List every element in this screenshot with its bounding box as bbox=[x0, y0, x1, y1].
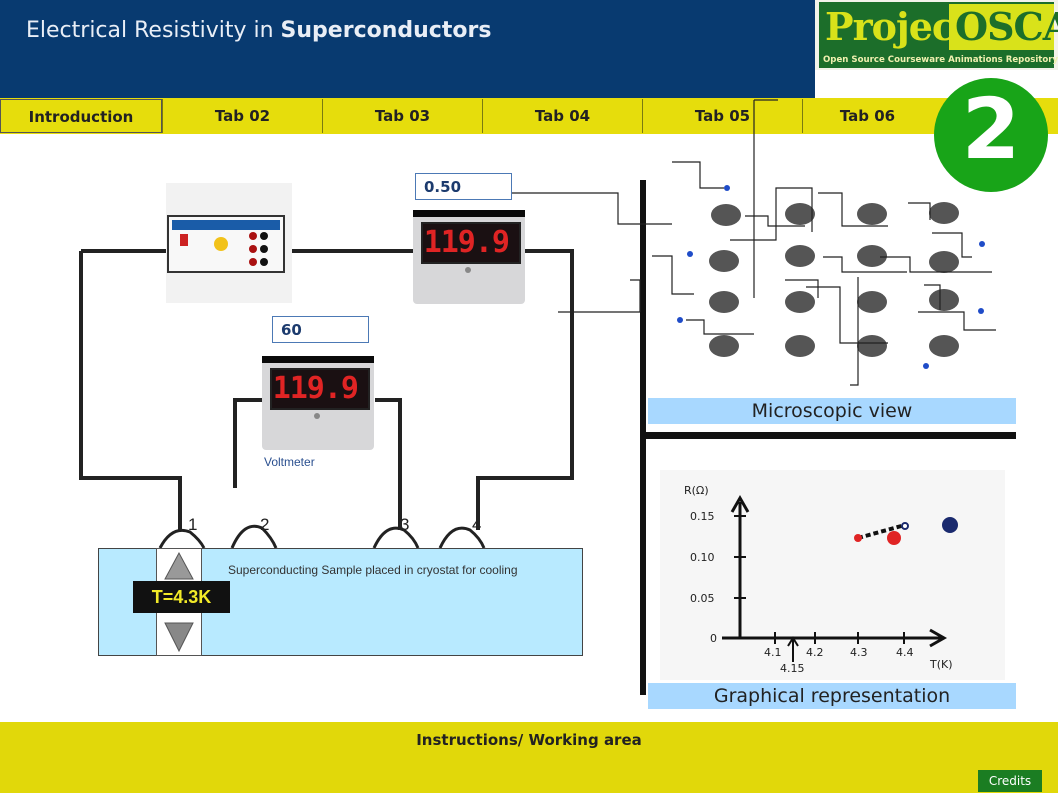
terminal-label-3: 3 bbox=[400, 515, 409, 534]
voltmeter: 119.9 bbox=[262, 356, 374, 450]
graph-ylabel: R(Ω) bbox=[684, 484, 709, 497]
data-point-red bbox=[887, 531, 901, 545]
ammeter-header-strip bbox=[413, 210, 525, 217]
tab-06[interactable]: Tab 06 bbox=[802, 99, 932, 133]
ammeter-display: 119.9 bbox=[421, 222, 521, 264]
resistance-graph: R(Ω) 0.15 0.10 0.05 0 4.1 4.2 4.3 4.4 4.… bbox=[684, 484, 958, 675]
title-plain: Electrical Resistivity in bbox=[26, 18, 281, 43]
logo-word-project: Project bbox=[825, 4, 972, 49]
tab-05[interactable]: Tab 05 bbox=[642, 99, 802, 133]
title-bold: Superconductors bbox=[280, 18, 492, 43]
header-bar bbox=[0, 0, 815, 98]
ammeter-reading-field: 0.50 bbox=[415, 173, 512, 200]
ytick-0: 0 bbox=[710, 632, 717, 645]
terminal-numbers: 1 2 3 4 bbox=[188, 515, 481, 534]
temperature-readout: T=4.3K bbox=[133, 581, 230, 613]
temperature-arrows bbox=[164, 551, 194, 653]
terminal-contacts bbox=[158, 524, 486, 549]
instructions-title: Instructions/ Working area bbox=[416, 731, 642, 749]
data-point-start bbox=[854, 534, 862, 542]
graph-ticks bbox=[734, 515, 905, 644]
circuit-wires bbox=[79, 249, 574, 530]
tab-02[interactable]: Tab 02 bbox=[162, 99, 322, 133]
data-point-target bbox=[901, 522, 909, 530]
xtick-4-3: 4.3 bbox=[850, 646, 868, 659]
temperature-down-icon[interactable] bbox=[164, 622, 194, 653]
ammeter-display-value: 119.9 bbox=[423, 225, 510, 260]
tab-introduction[interactable]: Introduction bbox=[0, 99, 162, 133]
ammeter-indicator bbox=[465, 267, 471, 273]
graph-labels: R(Ω) 0.15 0.10 0.05 0 4.1 4.2 4.3 4.4 4.… bbox=[684, 484, 953, 675]
logo-top-band: Project OSCAR bbox=[819, 2, 1058, 52]
electron-paths bbox=[512, 99, 996, 386]
voltmeter-reading-field: 60 bbox=[272, 316, 369, 343]
voltmeter-display: 119.9 bbox=[270, 368, 370, 410]
cryostat-description: Superconducting Sample placed in cryosta… bbox=[228, 563, 518, 577]
step-badge: 2 bbox=[934, 78, 1048, 192]
graphical-representation-label: Graphical representation bbox=[648, 683, 1016, 709]
terminal-label-2: 2 bbox=[260, 515, 269, 534]
xtick-4-2: 4.2 bbox=[806, 646, 824, 659]
ytick-0-10: 0.10 bbox=[690, 551, 715, 564]
ytick-0-05: 0.05 bbox=[690, 592, 715, 605]
voltmeter-header-strip bbox=[262, 356, 374, 363]
power-supply bbox=[166, 183, 292, 303]
step-number: 2 bbox=[961, 80, 1021, 178]
credits-button[interactable]: Credits bbox=[978, 770, 1042, 792]
lattice-ions bbox=[709, 202, 959, 357]
voltmeter-indicator bbox=[314, 413, 320, 419]
voltmeter-display-value: 119.9 bbox=[272, 371, 359, 406]
data-trail bbox=[857, 523, 906, 540]
page-title: Electrical Resistivity in Superconductor… bbox=[26, 18, 491, 43]
terminal-label-4: 4 bbox=[472, 515, 481, 534]
logo-word-oscar-box: OSCAR bbox=[949, 4, 1058, 50]
xtick-4-4: 4.4 bbox=[896, 646, 914, 659]
panel-divider-vertical bbox=[640, 180, 646, 695]
logo-subtitle: Open Source Courseware Animations Reposi… bbox=[819, 52, 1058, 68]
instructions-area bbox=[0, 722, 1058, 793]
panel-divider-horizontal bbox=[646, 432, 1016, 439]
ytick-0-15: 0.15 bbox=[690, 510, 715, 523]
data-point-blue bbox=[942, 517, 958, 533]
marker-arrow bbox=[787, 636, 799, 662]
logo-word-oscar: OSCAR bbox=[955, 4, 1058, 49]
temperature-up-icon[interactable] bbox=[164, 551, 194, 580]
project-oscar-logo: Project OSCAR Open Source Courseware Ani… bbox=[815, 0, 1058, 70]
ammeter: 119.9 bbox=[413, 210, 525, 304]
tab-03[interactable]: Tab 03 bbox=[322, 99, 482, 133]
terminal-label-1: 1 bbox=[188, 515, 197, 534]
voltmeter-label: Voltmeter bbox=[264, 455, 315, 469]
free-electrons bbox=[677, 185, 985, 369]
xtick-4-1: 4.1 bbox=[764, 646, 782, 659]
graph-axes bbox=[722, 494, 948, 648]
graph-area: R(Ω) 0.15 0.10 0.05 0 4.1 4.2 4.3 4.4 4.… bbox=[660, 470, 1005, 680]
graph-xlabel: T(K) bbox=[929, 658, 953, 671]
microscopic-view-label: Microscopic view bbox=[648, 398, 1016, 424]
marker-label: 4.15 bbox=[780, 662, 805, 675]
tab-04[interactable]: Tab 04 bbox=[482, 99, 642, 133]
